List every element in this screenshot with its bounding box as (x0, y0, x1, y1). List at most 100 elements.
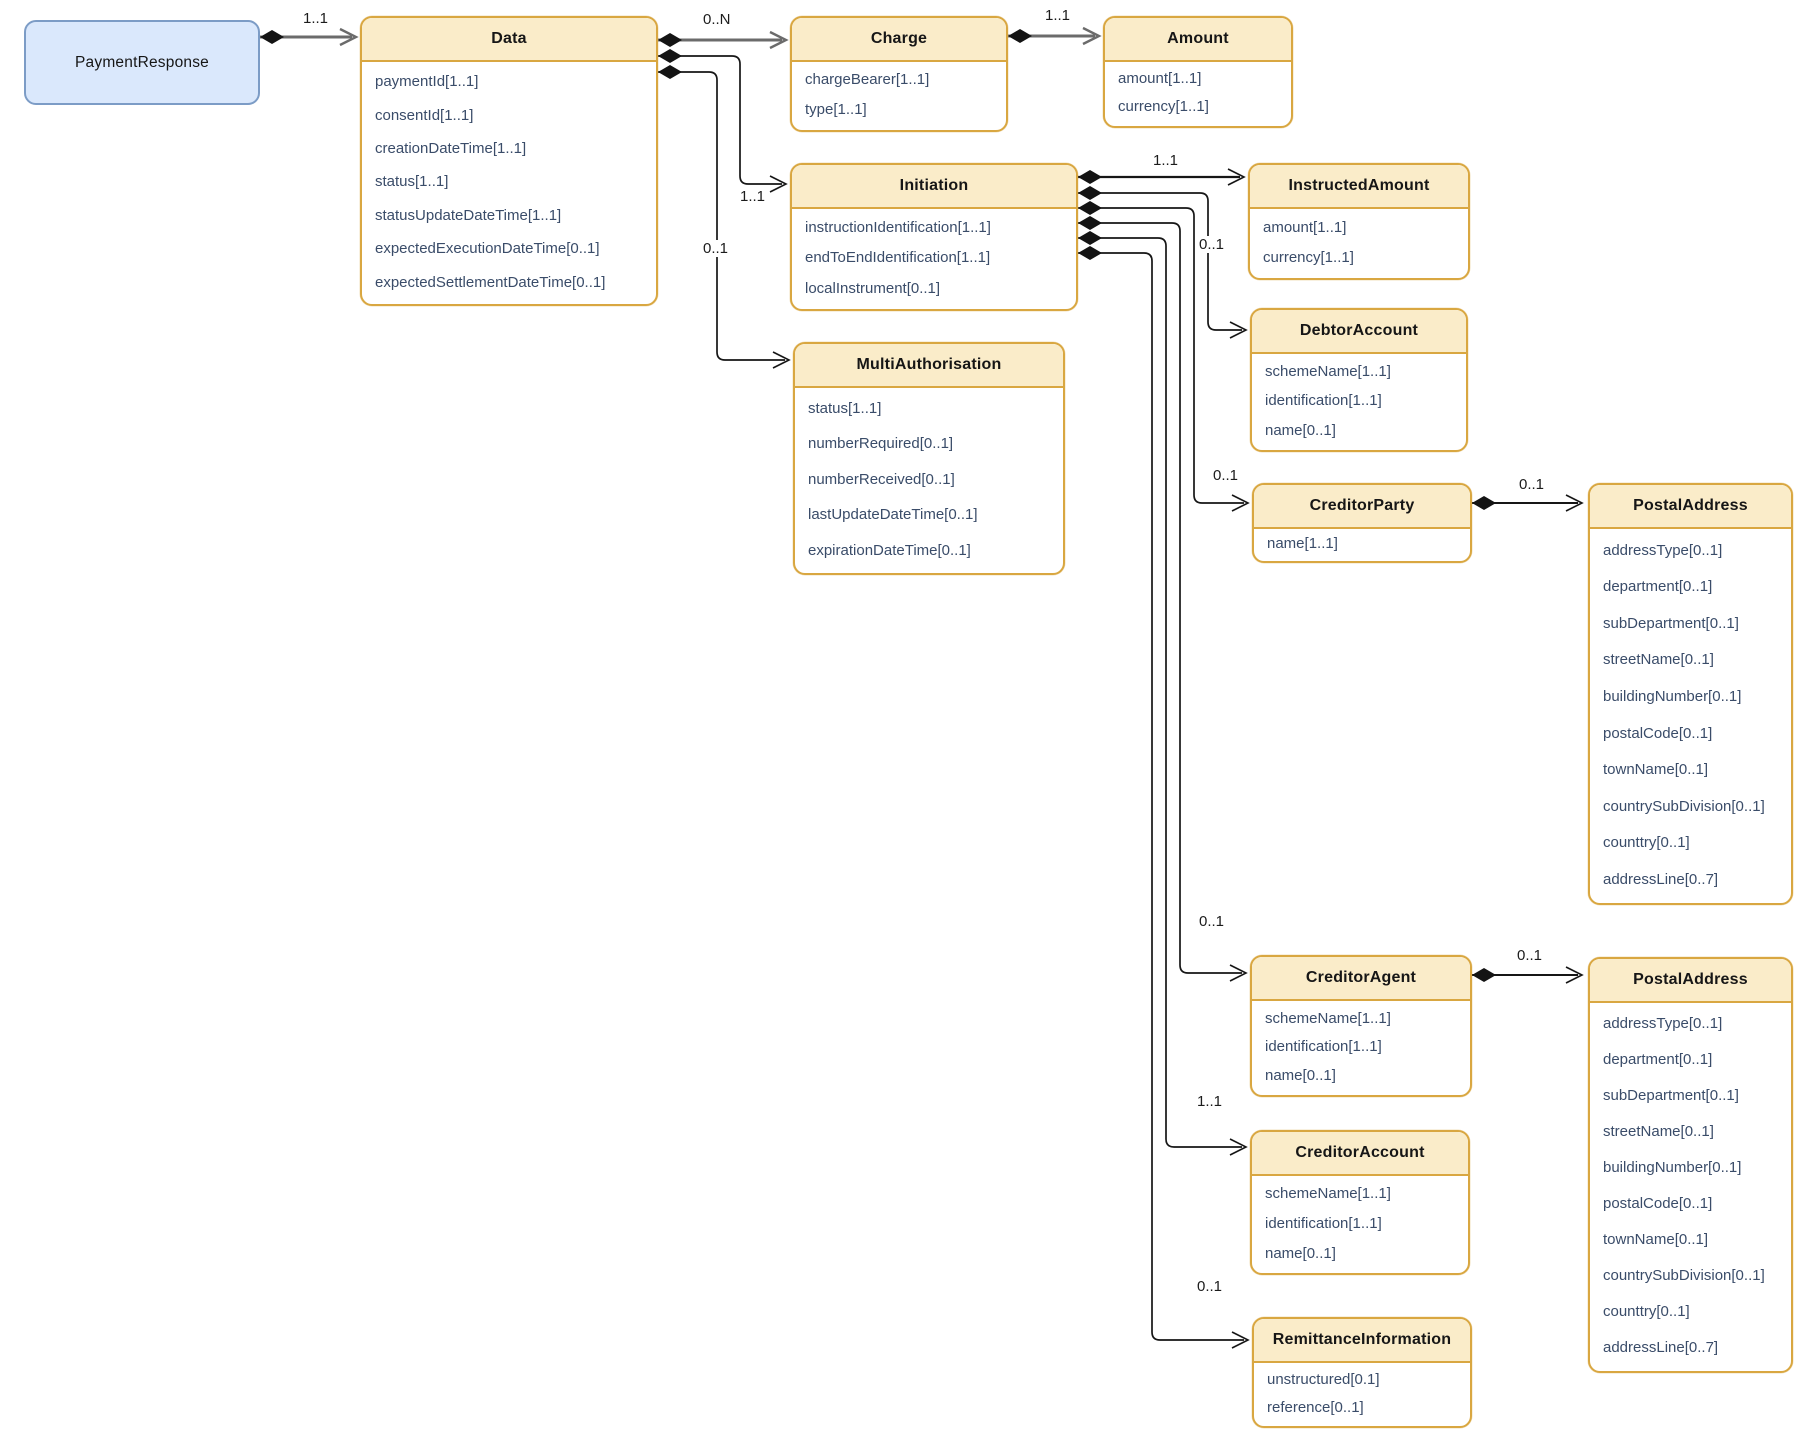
entity-field: numberRequired[0..1] (808, 435, 954, 453)
entity-field-list: paymentId[1..1]consentId[1..1]creationDa… (362, 62, 656, 304)
cardinality-label: 0..1 (1196, 913, 1228, 930)
connector-line (1078, 192, 1242, 331)
entity-field: name[0..1] (1265, 421, 1336, 439)
entity-field: amount[1..1] (1118, 70, 1202, 88)
entity-field: chargeBearer[1..1] (805, 71, 930, 89)
entity-field: reference[0..1] (1267, 1398, 1364, 1416)
entity-creditor-party[interactable]: CreditorParty name[1..1] (1252, 483, 1472, 563)
entity-title: RemittanceInformation (1254, 1319, 1470, 1363)
entity-multi-authorisation[interactable]: MultiAuthorisation status[1..1]numberReq… (793, 342, 1065, 575)
cardinality-label: 1..1 (1042, 7, 1074, 24)
entity-data[interactable]: Data paymentId[1..1]consentId[1..1]creat… (360, 16, 658, 306)
entity-field: identification[1..1] (1265, 1038, 1382, 1056)
entity-postal-address-1[interactable]: PostalAddress addressType[0..1]departmen… (1588, 483, 1793, 905)
entity-field: townName[0..1] (1603, 1231, 1709, 1249)
entity-field-list: addressType[0..1] department[0..1] subDepa… (1590, 1003, 1791, 1371)
entity-field: currency[1..1] (1263, 249, 1354, 267)
entity-initiation[interactable]: Initiation instructionIdentification[1..… (790, 163, 1078, 311)
composition-diamond-icon (1472, 496, 1496, 510)
open-arrowhead-icon (1229, 964, 1248, 982)
composition-diamond-icon (1472, 968, 1496, 982)
connector-line (658, 55, 782, 185)
entity-field: schemeName[1..1] (1265, 363, 1391, 381)
composition-diamond-icon (1078, 231, 1102, 245)
entity-field: creationDateTime[1..1] (375, 139, 527, 157)
entity-field: addressLine[0..7] (1603, 1339, 1719, 1357)
entity-charge[interactable]: Charge chargeBearer[1..1] type[1..1] (790, 16, 1008, 132)
entity-payment-response[interactable]: PaymentResponse (24, 20, 260, 105)
entity-field: subDepartment[0..1] (1603, 1087, 1739, 1105)
entity-field: department[0..1] (1603, 1051, 1713, 1069)
entity-remittance-information[interactable]: RemittanceInformation unstructured[0.1] r… (1252, 1317, 1472, 1428)
entity-creditor-account[interactable]: CreditorAccount schemeName[1..1]identifi… (1250, 1130, 1470, 1275)
entity-field: name[0..1] (1265, 1067, 1336, 1085)
open-arrowhead-icon (772, 351, 791, 369)
composition-diamond-icon (1008, 29, 1032, 43)
composition-diamond-icon (658, 33, 682, 47)
entity-field: numberReceived[0..1] (808, 470, 955, 488)
entity-title: Charge (792, 18, 1006, 62)
entity-field: townName[0..1] (1603, 761, 1709, 779)
entity-field: expirationDateTime[0..1] (808, 541, 971, 559)
entity-field-list: status[1..1] numberRequired[0..1] numberRe… (795, 388, 1063, 573)
entity-debtor-account[interactable]: DebtorAccount schemeName[1..1] identifica… (1250, 308, 1468, 452)
entity-postal-address-2[interactable]: PostalAddress addressType[0..1] departmen… (1588, 957, 1793, 1373)
open-arrowhead-icon (1082, 26, 1102, 46)
cardinality-label: 1..1 (1194, 1093, 1226, 1110)
entity-field: localInstrument[0..1] (805, 280, 941, 298)
entity-title: DebtorAccount (1252, 310, 1466, 354)
entity-title: CreditorParty (1254, 485, 1470, 529)
entity-field: addressLine[0..7] (1603, 871, 1719, 889)
entity-field-list: chargeBearer[1..1] type[1..1] (792, 62, 1006, 130)
entity-field-list: amount[1..1] currency[1..1] (1105, 62, 1291, 126)
entity-creditor-agent[interactable]: CreditorAgent schemeName[1..1]identifica… (1250, 955, 1472, 1097)
open-arrowhead-icon (1231, 1331, 1250, 1349)
entity-amount[interactable]: Amount amount[1..1]currency[1..1] (1103, 16, 1293, 128)
entity-field-list: schemeName[1..1]identification[1..1]name… (1252, 1176, 1468, 1273)
entity-title: PaymentResponse (75, 53, 209, 71)
entity-title: PostalAddress (1590, 959, 1791, 1003)
entity-field: addressType[0..1] (1603, 1015, 1723, 1033)
entity-field: name[1..1] (1267, 535, 1338, 553)
entity-field: postalCode[0..1] (1603, 1195, 1713, 1213)
cardinality-label: 0..1 (1210, 467, 1242, 484)
entity-instructed-amount[interactable]: InstructedAmount amount[1..1]currency[1.… (1248, 163, 1470, 280)
entity-field: counttry[0..1] (1603, 834, 1690, 852)
entity-field: paymentId[1..1] (375, 73, 479, 91)
entity-field-list: schemeName[1..1]identification[1..1]name… (1252, 1001, 1470, 1095)
cardinality-label: 0..N (700, 11, 734, 28)
entity-field: streetName[0..1] (1603, 1123, 1714, 1141)
entity-field: type[1..1] (805, 101, 867, 119)
entity-field: schemeName[1..1] (1265, 1185, 1391, 1203)
open-arrowhead-icon (769, 175, 788, 193)
composition-diamond-icon (658, 49, 682, 63)
entity-field: currency[1..1] (1118, 98, 1209, 116)
cardinality-label: 0..1 (1196, 236, 1228, 253)
entity-field: buildingNumber[0..1] (1603, 688, 1742, 706)
entity-field: amount[1..1] (1263, 218, 1347, 236)
cardinality-label: 1..1 (300, 10, 332, 27)
open-arrowhead-icon (1229, 1138, 1248, 1156)
entity-title: Initiation (792, 165, 1076, 209)
entity-field: countrySubDivision[0..1] (1603, 1267, 1765, 1285)
cardinality-label: 1..1 (1150, 152, 1182, 169)
entity-field: identification[1..1] (1265, 1214, 1382, 1232)
entity-field: endToEndIdentification[1..1] (805, 249, 991, 267)
entity-field: status[1..1] (808, 400, 882, 418)
connector-line (1078, 207, 1244, 504)
connector-line (1078, 222, 1242, 974)
entity-title: Data (362, 18, 656, 62)
entity-field: buildingNumber[0..1] (1603, 1159, 1742, 1177)
entity-title: PostalAddress (1590, 485, 1791, 529)
composition-diamond-icon (1078, 170, 1102, 184)
entity-field: unstructured[0.1] (1267, 1371, 1380, 1389)
open-arrowhead-icon (1565, 966, 1584, 984)
composition-diamond-icon (1078, 216, 1102, 230)
entity-field: counttry[0..1] (1603, 1303, 1690, 1321)
entity-field: identification[1..1] (1265, 392, 1382, 410)
entity-field-list: schemeName[1..1] identification[1..1] name… (1252, 354, 1466, 450)
composition-diamond-icon (1078, 201, 1102, 215)
entity-field: department[0..1] (1603, 578, 1713, 596)
